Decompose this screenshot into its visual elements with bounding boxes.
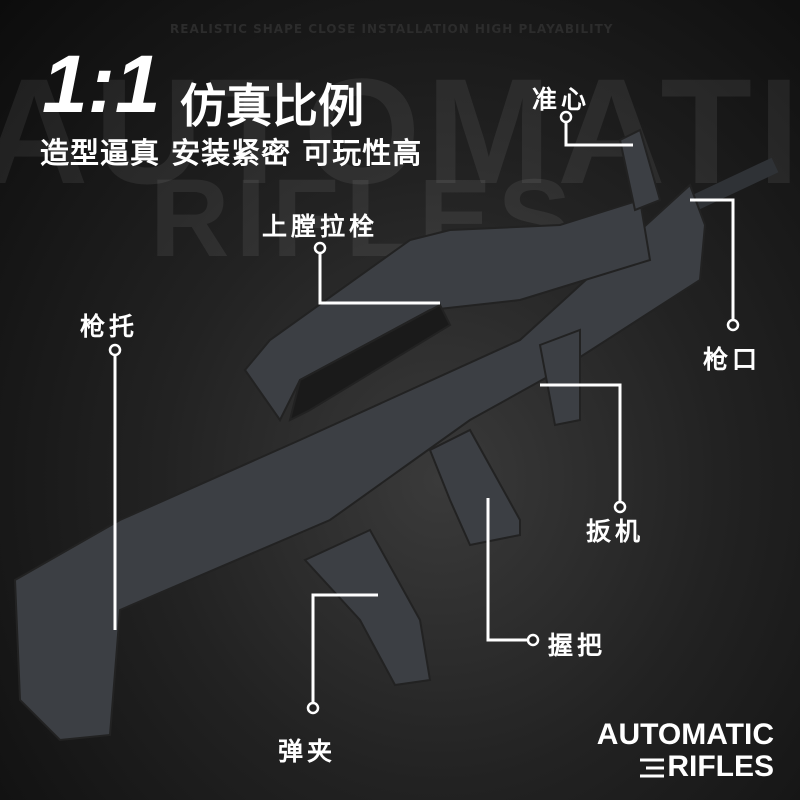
callout-lines — [113, 122, 735, 703]
brand-line-1: AUTOMATIC — [596, 718, 774, 751]
features-line: 造型逼真 安装紧密 可玩性高 — [40, 136, 423, 170]
background-word: AUTOMATIC — [0, 47, 800, 215]
callout-bolt: 上膛拉栓 — [262, 212, 379, 241]
callout-markers — [108, 110, 740, 715]
callout-stock: 枪托 — [80, 312, 139, 341]
brand-line-2: RIFLES — [667, 750, 774, 783]
callout-grip: 握把 — [548, 631, 607, 660]
rifle-model — [13, 128, 779, 742]
ratio-headline: 1:1 — [42, 39, 161, 130]
callout-magazine: 弹夹 — [278, 737, 337, 766]
tagline: REALISTIC SHAPE CLOSE INSTALLATION HIGH … — [170, 22, 614, 36]
subtitle-headline: 仿真比例 — [180, 79, 364, 133]
callout-sight: 准心 — [532, 85, 591, 114]
brand-lines-icon — [640, 758, 664, 778]
callout-trigger: 扳机 — [586, 517, 645, 546]
callout-muzzle: 枪口 — [703, 345, 762, 374]
